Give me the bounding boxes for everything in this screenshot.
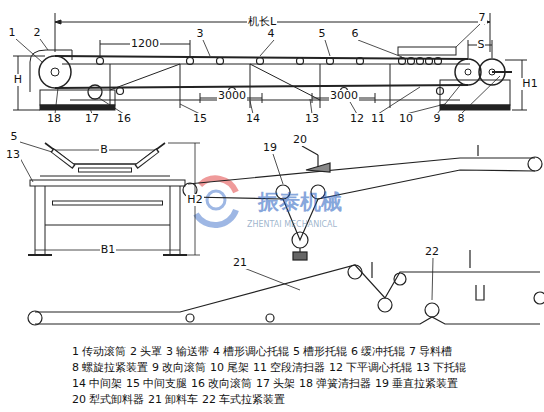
dimension-label: H1: [521, 78, 538, 90]
dimension-label: 机长L: [247, 16, 277, 28]
callout-number: 22: [424, 246, 440, 258]
callout-number: 13: [5, 149, 21, 161]
dimension-label: 3000: [329, 90, 359, 102]
dimension-label: H: [13, 74, 23, 86]
callout-number: 13: [304, 113, 320, 125]
dimension-label: B1: [100, 244, 117, 256]
legend-line: 20 犁式卸料器 21 卸料车 22 车式拉紧装置: [72, 394, 285, 406]
callout-number: 21: [232, 257, 248, 269]
callout-number: 2: [33, 27, 42, 39]
callout-number: 18: [46, 113, 62, 125]
callout-number: 9: [433, 113, 442, 125]
callout-number: 10: [398, 113, 414, 125]
belt-conveyor-elevation: [13, 13, 527, 114]
callout-number: 1: [8, 27, 17, 39]
callout-number: 6: [351, 28, 360, 40]
callout-number: 5: [318, 28, 327, 40]
callout-number: 8: [457, 113, 466, 125]
watermark: ZHENTAI MECHANICAL: [247, 221, 337, 230]
dimension-label: 1200: [130, 38, 160, 50]
vertical-takeup-conveyor: [183, 145, 542, 260]
watermark: 振泰机械: [258, 191, 342, 214]
dimension-label: B: [99, 144, 109, 156]
legend-line: 8 螺旋拉紧装置 9 改向滚筒 10 尾架 11 空段清扫器 12 下平调心托辊…: [72, 362, 466, 374]
leader-lines: [16, 24, 500, 114]
tripper-conveyor: [28, 250, 544, 325]
callout-number: 19: [262, 142, 278, 154]
legend-line: 14 中间架 15 中间支腿 16 改向滚筒 17 头架 18 弹簧清扫器 19…: [72, 378, 458, 390]
callout-number: 14: [245, 113, 261, 125]
callout-number: 11: [370, 113, 386, 125]
dimension-label: S: [477, 39, 486, 51]
dimension-label: H2: [186, 194, 203, 206]
callout-number: 3: [196, 28, 205, 40]
callout-number: 16: [116, 113, 132, 125]
callout-number: 15: [192, 113, 208, 125]
callout-number: 17: [84, 113, 100, 125]
callout-number: 5: [10, 131, 19, 143]
legend-line: 1 传动滚筒 2 头罩 3 输送带 4 槽形调心托辊 5 槽形托辊 6 缓冲托辊…: [72, 346, 452, 358]
dimension-label: 3000: [217, 90, 247, 102]
callout-number: 7: [478, 12, 487, 24]
callout-number: 20: [292, 134, 308, 146]
trough-cross-section: [20, 142, 200, 255]
callout-number: 4: [267, 28, 276, 40]
callout-number: 12: [349, 113, 365, 125]
